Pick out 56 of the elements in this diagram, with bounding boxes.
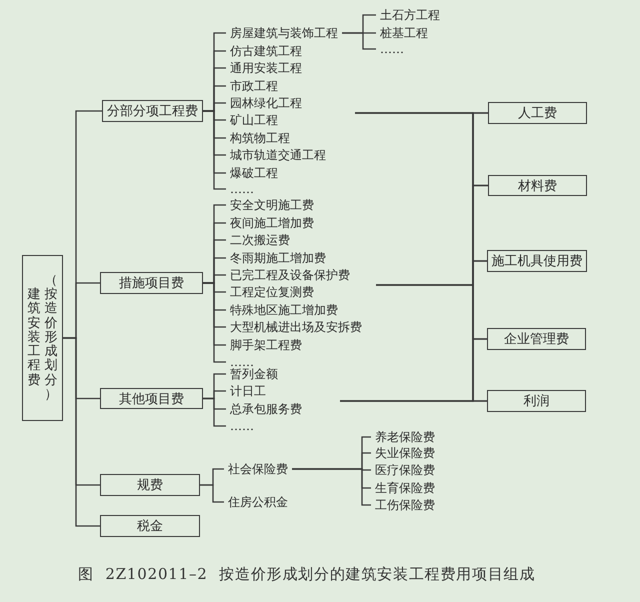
list-item-text: 土石方工程 [376,8,444,22]
list-item-text: …… [226,182,258,196]
list-item-text: …… [376,42,408,56]
connector-line [203,282,226,363]
list-item-text: 暂列金额 [226,367,282,381]
list-item-text: 爆破工程 [226,166,282,180]
list-item-text: 夜间施工增加费 [226,216,318,230]
list-item-text: 住房公积金 [224,495,292,509]
list-item-text: 失业保险费 [371,446,439,460]
connector-line [200,484,224,503]
list-item-text: 工伤保险费 [371,498,439,512]
list-item-text: 养老保险费 [371,430,439,444]
list-item-text: 二次搬运费 [226,233,294,247]
list-item-text: 生育保险费 [371,481,439,495]
list-item-text: 大型机械进出场及安拆费 [226,320,366,334]
list-item-text: 冬雨期施工增加费 [226,251,330,265]
list-item-text: 已完工程及设备保护费 [226,268,354,282]
vertical-text: 建筑安装工程费 [28,288,40,388]
connector-line [342,32,376,50]
list-item-text: 总承包服务费 [226,402,306,416]
list-item-text: 桩基工程 [376,26,432,40]
list-item-text: 市政工程 [226,79,282,93]
list-item-text: 社会保险费 [224,462,292,476]
list-item-text: 仿古建筑工程 [226,44,306,58]
list-item-text: 矿山工程 [226,113,282,127]
list-item-text: 房屋建筑与装饰工程 [226,26,342,40]
list-item-text: 通用安装工程 [226,61,306,75]
list-item-text: 医疗保险费 [371,463,439,477]
connector-line [203,110,226,190]
list-item-text: 构筑物工程 [226,131,294,145]
list-item-text: 计日工 [226,384,270,398]
list-item-text: …… [226,355,258,369]
connector-line [203,398,226,427]
cost-box: 规费 [100,474,200,496]
list-item-text: 城市轨道交通工程 [226,148,330,162]
root-box [22,255,63,421]
vertical-text: （按造价形成划分） [44,274,58,402]
cost-box: 施工机具使用费 [487,250,587,272]
connector-line [63,337,100,527]
list-item-text: 工程定位复测费 [226,285,318,299]
cost-box: 材料费 [488,175,587,196]
list-item-text: 安全文明施工费 [226,198,318,212]
list-item-text: …… [226,419,258,433]
cost-box: 分部分项工程费 [102,100,203,122]
cost-box: 人工费 [488,102,587,124]
cost-box: 利润 [487,390,586,412]
list-item-text: 脚手架工程费 [226,338,306,352]
list-item-text: 特殊地区施工增加费 [226,303,342,317]
cost-box: 税金 [100,515,200,537]
cost-box: 其他项目费 [100,388,203,409]
list-item-text: 园林绿化工程 [226,96,306,110]
connector-line [340,400,487,402]
cost-box: 措施项目费 [100,272,203,294]
connector-line [292,468,371,506]
figure-caption: 图 2Z102011–2 按造价形成划分的建筑安装工程费用项目组成 [78,565,536,584]
cost-box: 企业管理费 [487,328,586,350]
